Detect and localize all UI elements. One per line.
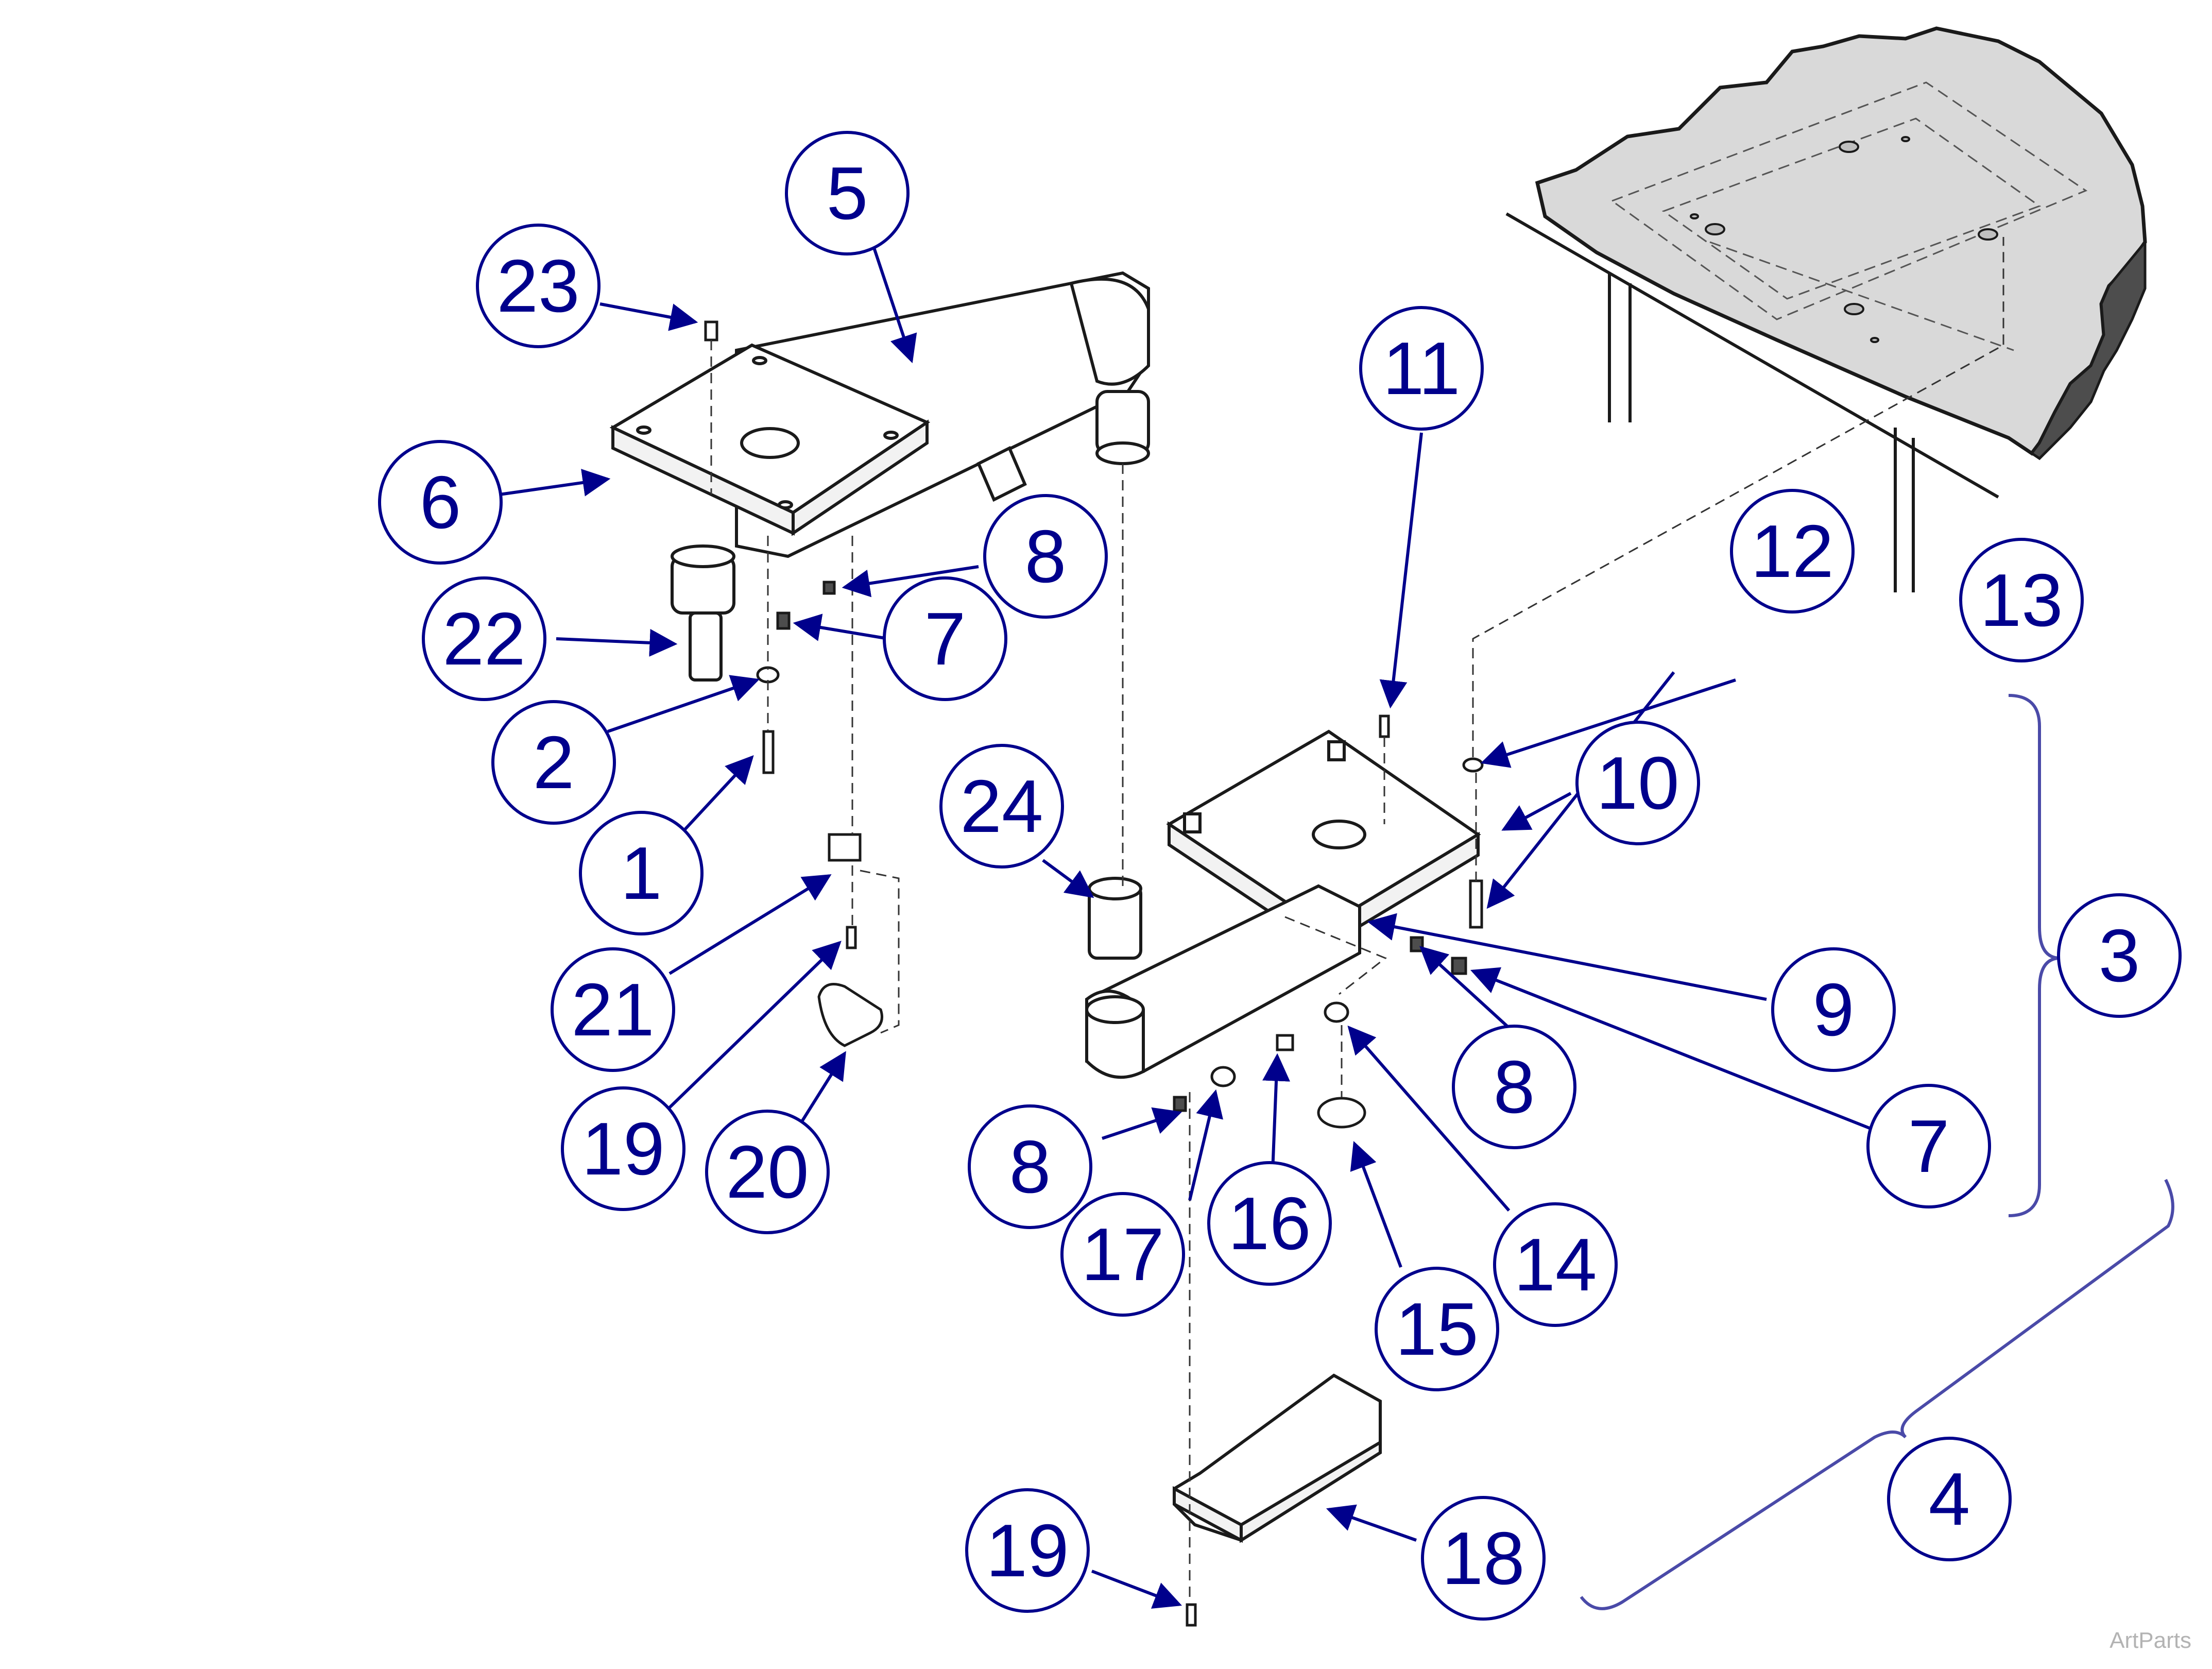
callout-label: 19 <box>986 1509 1069 1592</box>
tabletop-cutaway <box>1505 26 2147 592</box>
callout-circle <box>965 1488 1090 1613</box>
callout-label: 11 <box>1383 327 1461 410</box>
callout-label: 10 <box>1596 741 1679 825</box>
callout-label: 12 <box>1751 509 1833 593</box>
callout-label: 17 <box>1081 1213 1164 1296</box>
callout-circle <box>1421 1496 1546 1621</box>
callout-15: 15 <box>1375 1267 1499 1391</box>
callout-circle <box>1887 1437 2012 1561</box>
callout-18: 18 <box>1421 1496 1546 1621</box>
callout-label: 20 <box>726 1130 809 1214</box>
callout-14: 14 <box>1493 1202 1618 1327</box>
callout-circle <box>551 947 675 1072</box>
callout-8: 8 <box>1452 1025 1576 1149</box>
callout-9: 9 <box>1771 947 1896 1072</box>
callout-circle <box>561 1086 685 1211</box>
callout-20: 20 <box>705 1110 830 1234</box>
callout-23: 23 <box>476 224 601 348</box>
callout-label: 1 <box>621 831 662 915</box>
arm-cover <box>1173 1373 1382 1543</box>
callout-19: 19 <box>965 1488 1090 1613</box>
callout-circle <box>1575 721 1700 845</box>
callout-2: 2 <box>491 700 616 825</box>
callout-label: 23 <box>496 244 579 328</box>
lower-arm-assembly <box>1085 729 1481 1079</box>
watermark: ArtParts <box>2110 1628 2191 1653</box>
bushing <box>1088 877 1142 960</box>
callout-circle <box>785 131 910 256</box>
callout-22: 22 <box>422 576 546 701</box>
callout-label: 16 <box>1228 1182 1311 1265</box>
callout-label: 13 <box>1980 558 2063 642</box>
upper-hardware <box>704 320 883 1047</box>
callout-label: 14 <box>1514 1223 1597 1306</box>
callout-circle <box>1493 1202 1618 1327</box>
callout-circle <box>1730 489 1855 614</box>
callout-19: 19 <box>561 1086 685 1211</box>
callout-circle <box>1060 1192 1185 1317</box>
callout-17: 17 <box>1060 1192 1185 1317</box>
callout-circle <box>883 576 1007 701</box>
pivot-pin <box>671 544 735 682</box>
callout-label: 21 <box>571 968 654 1051</box>
callout-13: 13 <box>1959 538 2084 662</box>
callout-circle <box>1207 1161 1332 1286</box>
lower-hardware <box>1173 714 1484 1627</box>
callout-bubbles: 1234567788891011121314151617181919202122… <box>378 131 2182 1621</box>
callout-circle <box>1959 538 2084 662</box>
callout-label: 7 <box>1908 1104 1950 1188</box>
callout-circle <box>476 224 601 348</box>
callout-circle <box>705 1110 830 1234</box>
callout-label: 15 <box>1395 1287 1478 1371</box>
callout-12: 12 <box>1730 489 1855 614</box>
callout-label: 4 <box>1929 1457 1970 1541</box>
callout-21: 21 <box>551 947 675 1072</box>
callout-circle <box>422 576 546 701</box>
callout-label: 9 <box>1813 968 1855 1051</box>
callout-circle <box>491 700 616 825</box>
upper-arm-assembly <box>609 271 1150 558</box>
callout-5: 5 <box>785 131 910 256</box>
callout-circle <box>968 1104 1092 1229</box>
callout-1: 1 <box>579 811 704 935</box>
callout-label: 18 <box>1442 1517 1524 1600</box>
callout-circle <box>1771 947 1896 1072</box>
callout-label: 5 <box>827 151 868 235</box>
callout-label: 24 <box>960 764 1043 848</box>
callout-label: 8 <box>1009 1125 1051 1208</box>
callout-16: 16 <box>1207 1161 1332 1286</box>
callout-circle <box>1359 306 1484 431</box>
callout-label: 6 <box>420 461 461 544</box>
callout-circle <box>1375 1267 1499 1391</box>
callout-label: 7 <box>924 597 966 680</box>
callout-4: 4 <box>1887 1437 2012 1561</box>
callout-8: 8 <box>968 1104 1092 1229</box>
callout-label: 19 <box>581 1107 664 1190</box>
callout-6: 6 <box>378 440 503 565</box>
callout-label: 8 <box>1494 1045 1535 1129</box>
callout-8: 8 <box>983 494 1108 619</box>
callout-circle <box>1452 1025 1576 1149</box>
callout-label: 2 <box>533 721 575 804</box>
callout-7: 7 <box>883 576 1007 701</box>
callout-circle <box>939 744 1064 868</box>
callout-circle <box>2057 893 2182 1018</box>
callout-3: 3 <box>2057 893 2182 1018</box>
callout-label: 22 <box>442 597 525 680</box>
callout-circle <box>579 811 704 935</box>
callout-circle <box>378 440 503 565</box>
callout-circle <box>1866 1084 1991 1208</box>
callout-10: 10 <box>1575 721 1700 845</box>
callout-label: 8 <box>1025 515 1067 598</box>
callout-11: 11 <box>1359 306 1484 431</box>
callout-7: 7 <box>1866 1084 1991 1208</box>
callout-24: 24 <box>939 744 1064 868</box>
callout-circle <box>983 494 1108 619</box>
callout-label: 3 <box>2099 914 2140 997</box>
